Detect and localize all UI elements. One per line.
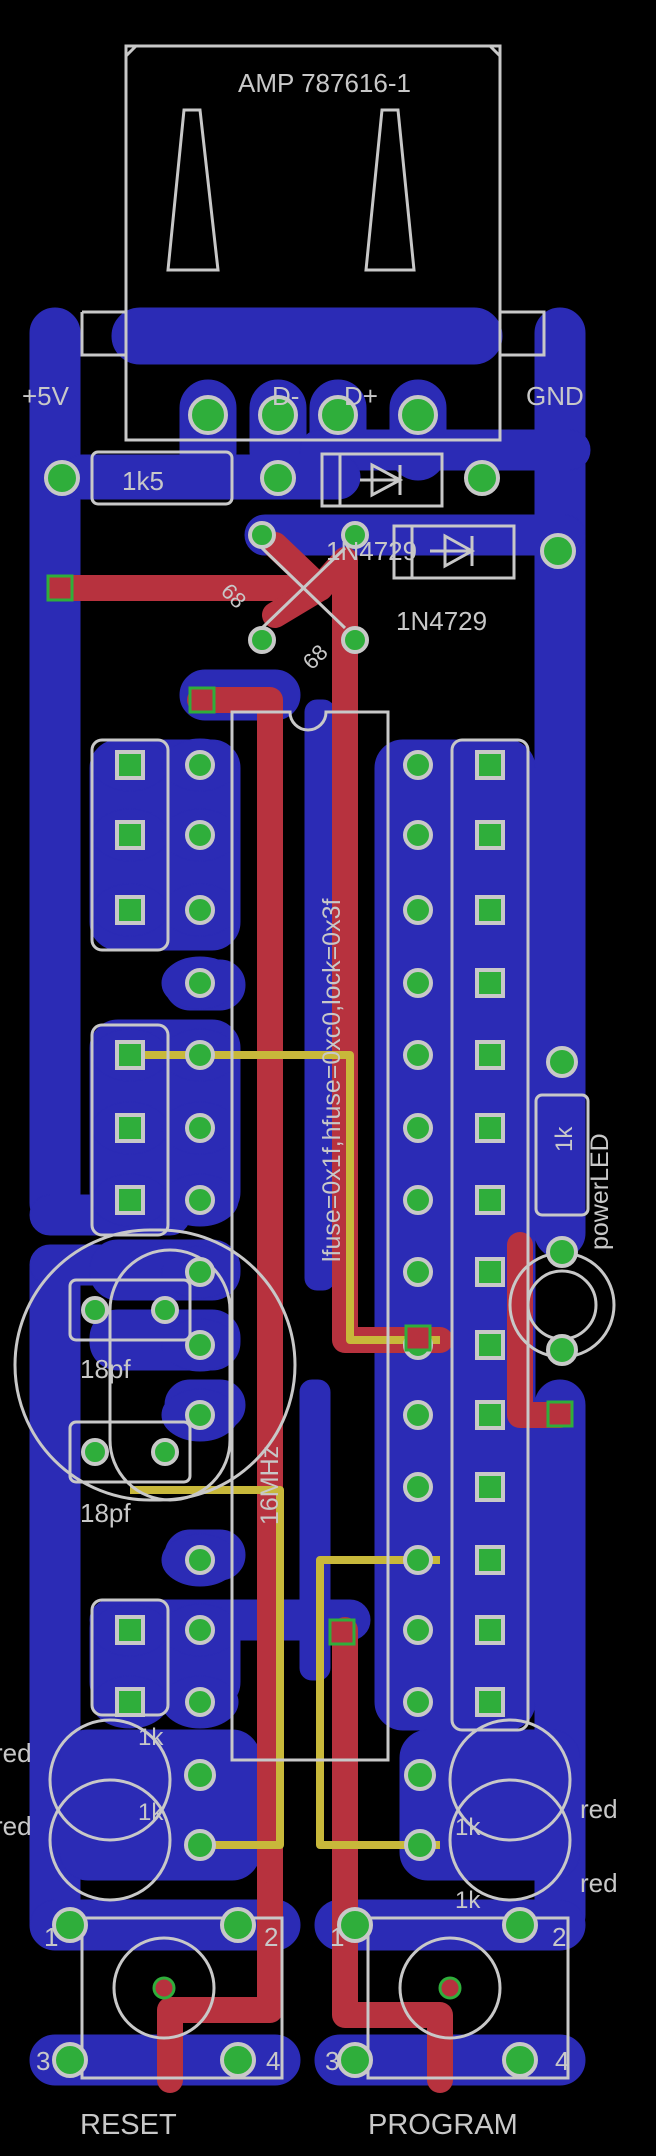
red-right-2-label: red [580,1868,618,1898]
red-right-1-label: red [580,1794,618,1824]
vias [46,574,574,2000]
zener-top-label: 1N4729 [326,536,417,566]
red-left-2-label: red [0,1811,32,1841]
r68b-label: 68 [298,639,333,674]
r-left-2-label: 1k [138,1799,164,1826]
crystal-label: 16MHz [256,1446,284,1525]
dminus-label: D- [272,381,299,411]
pads [44,395,578,2078]
btn-left-pin1: 1 [44,1922,58,1952]
power-led-label: powerLED [586,1133,614,1250]
r1k5-label: 1k5 [122,466,164,496]
program-label: PROGRAM [368,2109,518,2141]
red-left-1-label: red [0,1738,32,1768]
fuse-label: lfuse=0x1f,hfuse=0xc0,lock=0x3f [318,899,346,1262]
plus5v-label: +5V [22,381,70,411]
r-power-label: 1k [551,1126,578,1152]
btn-left-pin2: 2 [264,1922,278,1952]
btn-left-pin3: 3 [36,2046,50,2076]
r-right-1-label: 1k [455,1814,481,1841]
r-left-1-label: 1k [138,1724,164,1751]
cap-bottom-label: 18pf [80,1498,131,1528]
btn-right-pin2: 2 [552,1922,566,1952]
silkscreen-layer [13,44,616,2080]
r-right-2-label: 1k [455,1887,481,1914]
gnd-label: GND [526,381,584,411]
reset-label: RESET [80,2109,177,2141]
btn-right-pin3: 3 [325,2046,339,2076]
btn-right-pin4: 4 [555,2046,569,2076]
btn-left-pin4: 4 [266,2046,280,2076]
cap-top-label: 18pf [80,1354,131,1384]
zener-bottom-label: 1N4729 [396,606,487,636]
btn-right-pin1: 1 [330,1922,344,1952]
dplus-label: D+ [344,381,378,411]
usb-connector-outline [80,44,546,442]
usb-part-label: AMP 787616-1 [238,68,411,98]
